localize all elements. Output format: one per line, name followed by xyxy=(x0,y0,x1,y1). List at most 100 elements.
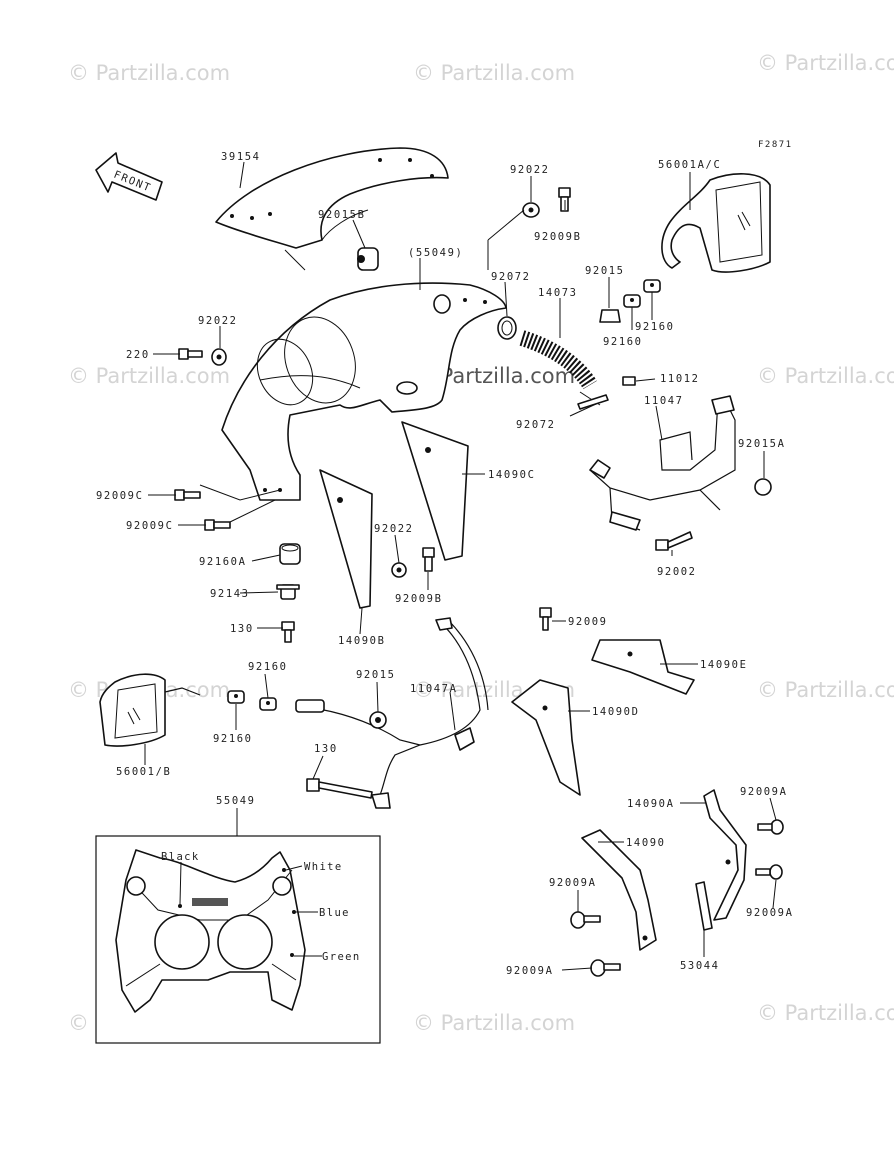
part-label: (55049) xyxy=(408,247,463,259)
watermark: © Partzilla.com xyxy=(413,1011,575,1035)
upper-cowl xyxy=(221,282,507,501)
watermark: © Partzilla.com xyxy=(757,1001,894,1025)
bushing-92160-mid xyxy=(259,697,277,711)
color-inset: Black White Blue Green xyxy=(95,835,381,1044)
windshield xyxy=(215,147,449,271)
part-label: 92015 xyxy=(356,669,396,681)
color-label-black: Black xyxy=(161,851,200,863)
part-label: 92009A xyxy=(746,907,794,919)
part-label: 92015B xyxy=(318,209,366,221)
part-label: 92009 xyxy=(568,616,608,628)
leader-lines xyxy=(144,161,777,971)
part-label: 56001A/C xyxy=(658,159,721,171)
part-label: 92160 xyxy=(213,733,253,745)
inner-panel-14090B xyxy=(319,469,373,609)
part-label: 14090C xyxy=(488,469,536,481)
part-label: 92002 xyxy=(657,566,697,578)
mirror-left xyxy=(99,673,201,747)
collar-92143 xyxy=(276,584,300,600)
panel-14090D xyxy=(511,679,581,796)
figure-code: F2871 xyxy=(758,140,793,150)
inner-panel-14090C xyxy=(401,421,469,561)
part-label: 14090E xyxy=(700,659,748,671)
bolt-92002 xyxy=(655,531,693,551)
part-label: 92160 xyxy=(248,661,288,673)
bolt-130-top xyxy=(281,621,295,643)
panel-14090E xyxy=(591,639,695,695)
grommet-92160A xyxy=(279,543,301,565)
mirror-right xyxy=(661,173,771,273)
bushing-92160-top-a xyxy=(623,294,641,308)
washer-92022-left xyxy=(211,348,227,366)
part-label: 11047A xyxy=(410,683,458,695)
washer-92022-mid xyxy=(391,562,407,578)
clamp-92072-bottom xyxy=(577,394,609,410)
part-label: 92009A xyxy=(549,877,597,889)
watermark: © Partzilla.com xyxy=(68,364,230,388)
part-label: 92022 xyxy=(510,164,550,176)
color-label-green: Green xyxy=(322,951,361,963)
bolt-92009A-c xyxy=(590,959,621,977)
part-label: 92160A xyxy=(199,556,247,568)
part-label: 14090D xyxy=(592,706,640,718)
part-label: 92072 xyxy=(516,419,556,431)
front-arrow-icon: FRONT xyxy=(95,152,163,201)
part-label: 14090 xyxy=(626,837,666,849)
part-label: 11047 xyxy=(644,395,684,407)
bolt-92009A-d xyxy=(755,864,783,880)
bracket-11047 xyxy=(589,395,736,531)
washer-92022-top xyxy=(522,202,540,218)
part-label: 92009B xyxy=(534,231,582,243)
watermark: © Partzilla.com xyxy=(413,61,575,85)
part-label: 11012 xyxy=(660,373,700,385)
part-label: 220 xyxy=(126,349,150,361)
grommet xyxy=(357,247,379,271)
part-label: 92015 xyxy=(585,265,625,277)
screw-92009 xyxy=(539,607,552,631)
screw-220 xyxy=(178,348,203,360)
bolt-92009A-a xyxy=(757,819,784,835)
clamp-92072-top xyxy=(497,316,517,340)
panel-14090A xyxy=(703,789,747,921)
watermark: © Partzilla.com xyxy=(757,678,894,702)
watermark: © Partzilla.com xyxy=(68,61,230,85)
watermark: © Partzilla.com xyxy=(757,51,894,75)
part-label: 92009A xyxy=(740,786,788,798)
part-label: 92009B xyxy=(395,593,443,605)
part-label: 92009A xyxy=(506,965,554,977)
bolt-92009C-a xyxy=(174,489,201,501)
part-label: 130 xyxy=(314,743,338,755)
part-label: 92160 xyxy=(635,321,675,333)
part-label: 92160 xyxy=(603,336,643,348)
watermark: © Partzilla.com xyxy=(757,364,894,388)
rubber-11012 xyxy=(622,376,636,386)
bolt-92009C-b xyxy=(204,519,231,531)
part-label: 92022 xyxy=(374,523,414,535)
bushing-92160-low xyxy=(227,690,245,704)
nut-92015-top xyxy=(599,309,621,323)
part-label: 14090A xyxy=(627,798,675,810)
bolt-92009A-b xyxy=(570,911,601,929)
bolt-92009B-mid xyxy=(422,547,435,572)
bolt-130-low xyxy=(306,778,373,799)
part-label: 92143 xyxy=(210,588,250,600)
part-label: 92022 xyxy=(198,315,238,327)
part-label: 14090B xyxy=(338,635,386,647)
part-label: 92015A xyxy=(738,438,786,450)
stay-11047A xyxy=(371,617,489,809)
part-label: 130 xyxy=(230,623,254,635)
part-label: 14073 xyxy=(538,287,578,299)
bushing-92160-top-b xyxy=(643,279,661,293)
mount-arm xyxy=(295,699,421,746)
color-label-white: White xyxy=(304,861,343,873)
panel-14090 xyxy=(581,829,657,951)
part-label: 92009C xyxy=(126,520,174,532)
part-label: 53044 xyxy=(680,960,720,972)
part-label: 92072 xyxy=(491,271,531,283)
part-label: 39154 xyxy=(221,151,261,163)
part-label: 92009C xyxy=(96,490,144,502)
strip-53044 xyxy=(695,881,713,931)
part-label: 55049 xyxy=(216,795,256,807)
color-label-blue: Blue xyxy=(319,907,350,919)
